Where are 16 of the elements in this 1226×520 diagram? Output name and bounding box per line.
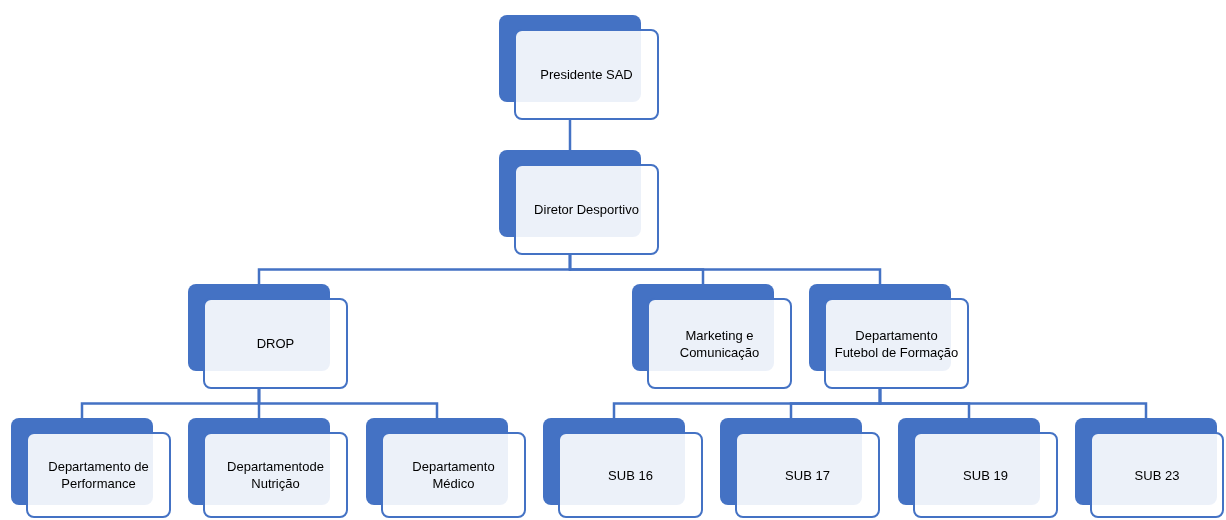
card-title: SUB 19: [963, 466, 1008, 484]
card-title: DROP: [256, 335, 295, 352]
card-title: Presidente SAD: [540, 66, 633, 83]
card-title: SUB 17: [785, 466, 830, 484]
connector-line: [568, 120, 572, 150]
card-title: Departamento Futebol de Formação: [834, 326, 959, 361]
connector-line: [568, 255, 882, 284]
card-title: Diretor Desportivo: [534, 201, 639, 218]
card-title: SUB 16: [608, 466, 653, 484]
card-title: Marketing e Comunicação: [678, 326, 761, 361]
connector-line: [878, 389, 1148, 418]
card-title: Departamento de Performance: [47, 458, 150, 492]
card-title: Departamento Médico: [411, 458, 496, 492]
connector-line: [257, 389, 439, 418]
card-title: SUB 23: [1134, 466, 1180, 484]
card-title: Departamentode Nutrição: [226, 458, 325, 492]
